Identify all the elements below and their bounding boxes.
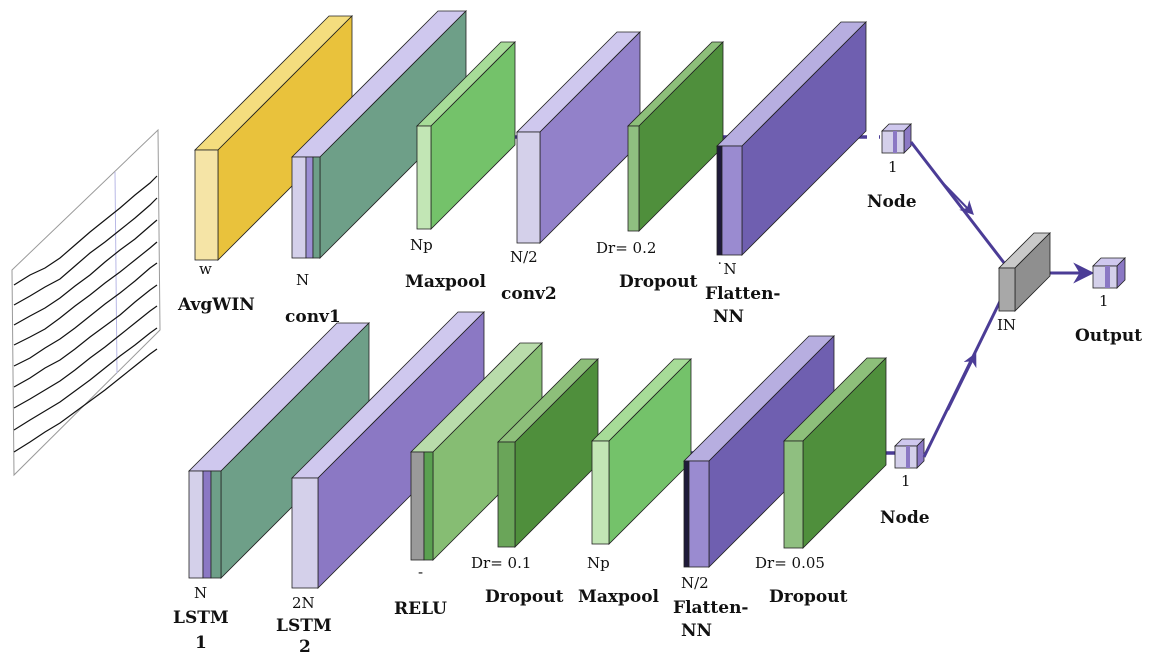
relu-layer [410,342,543,561]
in-layer [998,232,1051,312]
maxpool-top-size-label: Np [410,236,433,254]
flatten-top-name-line1: Flatten- [705,284,780,304]
avgwin-size-label: w [199,260,212,278]
avgwin-name-label: AvgWIN [177,295,255,315]
relu-size-label: - [418,563,423,581]
output-node [1092,257,1126,289]
relu-name-label: RELU [394,599,447,619]
node-top-size-label: 1 [888,158,898,176]
maxpool-top-name-label: Maxpool [405,272,487,292]
flatten-bottom-name-line2: NN [681,621,712,641]
dropout-layer-top [627,41,724,232]
flatten-layer-top [716,21,867,256]
lstm1-name-line2: 1 [195,633,207,653]
avgwin-layer [194,15,353,261]
flatten-bottom-name-line1: Flatten- [673,598,748,618]
dropout-bottom2-name-label: Dropout [769,587,848,607]
flatten-layer-bottom [683,335,835,568]
flatten-bottom-size-label: N/2 [681,574,709,592]
node-top [881,123,912,154]
node-top-name-label: Node [867,192,917,212]
merge-arrows [909,141,1095,458]
flatten-top-name-line2: NN [713,307,744,327]
lstm2-name-line1: LSTM [276,616,332,636]
maxpool-bottom-name-label: Maxpool [578,587,660,607]
dropout-top-name-label: Dropout [619,272,698,292]
dropout-bottom2-size-label: Dr= 0.05 [755,554,825,572]
dropout-top-size-label: Dr= 0.2 [596,239,656,257]
node-bottom-name-label: Node [880,508,930,528]
lstm2-name-line2: 2 [299,637,311,655]
flatten-top-size-label: ˙N [716,260,737,278]
conv1-size-label: N [296,271,309,289]
maxpool-layer-bottom [591,358,692,545]
in-size-label: IN [997,316,1016,334]
dropout-layer-bottom-1 [497,358,599,548]
conv2-size-label: N/2 [510,248,538,266]
lstm1-layer [188,322,370,579]
dropout-bottom1-name-label: Dropout [485,587,564,607]
maxpool-bottom-size-label: Np [587,554,610,572]
lstm2-layer [291,311,485,589]
maxpool-layer-top [416,41,516,230]
dropout-layer-bottom-2 [783,357,887,549]
input-timeseries-plot [11,128,161,477]
output-size-label: 1 [1099,292,1109,310]
node-bottom [894,438,925,469]
output-name-label: Output [1075,326,1142,346]
conv2-name-label: conv2 [501,284,557,304]
lstm1-name-line1: LSTM [173,608,229,628]
conv2-layer [516,31,641,244]
lstm2-size-label: 2N [292,594,315,612]
node-bottom-size-label: 1 [901,472,911,490]
conv1-name-label: conv1 [285,307,341,327]
dropout-bottom1-size-label: Dr= 0.1 [471,554,531,572]
lstm1-size-label: N [194,584,207,602]
